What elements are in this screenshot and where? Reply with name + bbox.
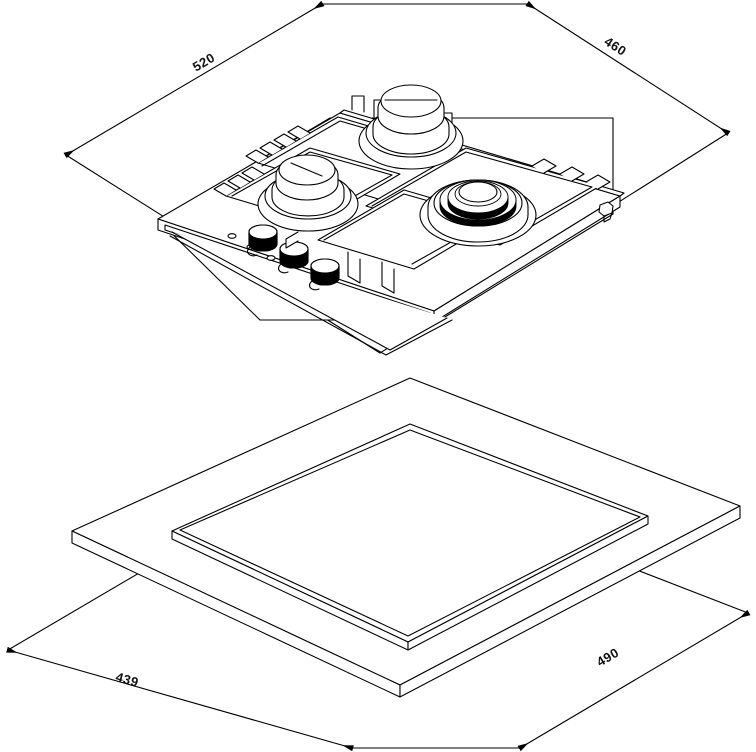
control-knob-1[interactable] (247, 224, 278, 257)
dimension-label-439: 439 (114, 669, 140, 690)
dimension-label-460: 460 (602, 34, 630, 59)
dimension-label-490: 490 (594, 645, 622, 670)
burner-left (257, 154, 359, 232)
worktop-slab (71, 377, 741, 698)
control-knob-3[interactable] (309, 258, 340, 291)
burner-rear (358, 84, 464, 170)
dimension-label-520: 520 (190, 50, 218, 75)
burner-right (419, 179, 537, 247)
